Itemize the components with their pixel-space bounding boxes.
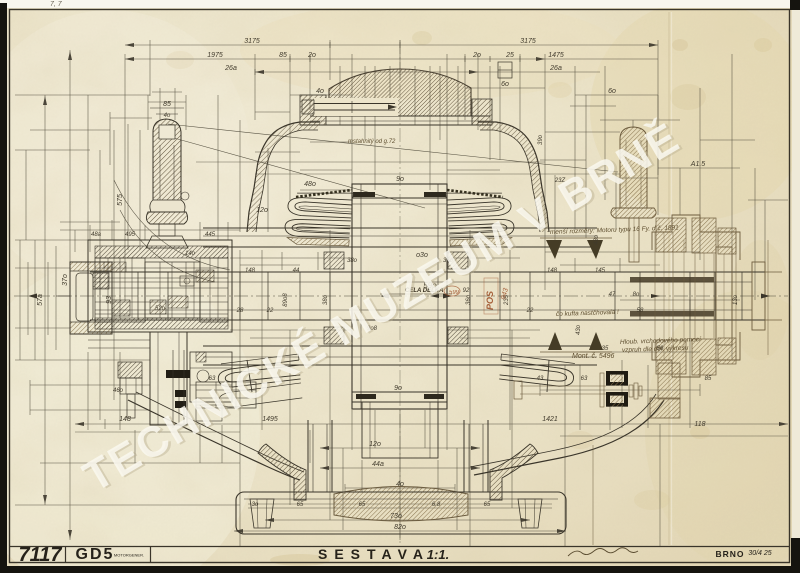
svg-text:145: 145 bbox=[595, 268, 606, 274]
svg-text:mstahnitý od g.72: mstahnitý od g.72 bbox=[348, 139, 396, 145]
svg-text:85: 85 bbox=[279, 52, 287, 59]
svg-text:36o: 36o bbox=[443, 258, 454, 264]
svg-text:57a: 57a bbox=[37, 294, 44, 306]
svg-text:93: 93 bbox=[106, 296, 113, 304]
svg-text:GD5: GD5 bbox=[76, 546, 115, 563]
svg-text:14o: 14o bbox=[185, 251, 196, 257]
svg-text:38o: 38o bbox=[347, 258, 358, 264]
svg-text:7, 7: 7, 7 bbox=[50, 1, 63, 8]
svg-text:3o: 3o bbox=[252, 502, 259, 508]
svg-text:čo kufta nastčhovala !: čo kufta nastčhovala ! bbox=[556, 309, 619, 318]
svg-text:3175: 3175 bbox=[244, 38, 260, 45]
svg-text:22: 22 bbox=[266, 308, 274, 314]
svg-text:9o8: 9o8 bbox=[367, 326, 378, 332]
svg-text:43o: 43o bbox=[576, 324, 582, 335]
svg-text:1975: 1975 bbox=[207, 52, 223, 59]
svg-text:495: 495 bbox=[125, 232, 136, 238]
svg-text:48o: 48o bbox=[304, 181, 316, 188]
svg-text:235: 235 bbox=[504, 294, 510, 306]
svg-text:4o: 4o bbox=[316, 88, 324, 95]
svg-text:148: 148 bbox=[245, 268, 256, 274]
svg-text:52o: 52o bbox=[155, 306, 166, 312]
svg-text:vzpruh dle děl. výkresu: vzpruh dle děl. výkresu bbox=[622, 345, 689, 354]
svg-text:56: 56 bbox=[657, 346, 664, 352]
svg-text:26a: 26a bbox=[224, 65, 237, 72]
svg-text:o3o: o3o bbox=[416, 252, 428, 259]
svg-text:4o: 4o bbox=[396, 481, 404, 488]
svg-text:30/4 25: 30/4 25 bbox=[748, 550, 771, 557]
svg-text:44a: 44a bbox=[372, 461, 384, 468]
svg-text:A1.5: A1.5 bbox=[690, 161, 706, 168]
svg-text:Mont. č. 5496: Mont. č. 5496 bbox=[572, 353, 615, 360]
svg-text:63: 63 bbox=[581, 376, 588, 382]
svg-text:36o: 36o bbox=[466, 294, 472, 305]
svg-text:148: 148 bbox=[547, 268, 558, 274]
svg-text:73o: 73o bbox=[390, 513, 402, 520]
svg-text:59o: 59o bbox=[423, 281, 437, 290]
svg-text:65: 65 bbox=[297, 502, 304, 508]
svg-text:48o: 48o bbox=[594, 234, 600, 245]
svg-text:28: 28 bbox=[236, 308, 244, 314]
svg-text:22: 22 bbox=[526, 308, 534, 314]
svg-text:58: 58 bbox=[637, 308, 644, 314]
svg-text:89o8: 89o8 bbox=[283, 293, 289, 307]
svg-text:23Z: 23Z bbox=[554, 178, 566, 184]
svg-text:1:1.: 1:1. bbox=[427, 547, 449, 562]
svg-text:48a: 48a bbox=[91, 232, 102, 238]
svg-text:39o: 39o bbox=[538, 134, 544, 145]
svg-text:445: 445 bbox=[205, 232, 216, 238]
svg-text:6o: 6o bbox=[501, 81, 509, 88]
svg-text:4o: 4o bbox=[164, 113, 171, 119]
svg-text:148: 148 bbox=[119, 416, 131, 423]
svg-text:46o: 46o bbox=[113, 388, 124, 394]
svg-text:3175: 3175 bbox=[520, 38, 536, 45]
svg-text:35: 35 bbox=[602, 346, 609, 352]
svg-text:CELA DELKA: CELA DELKA bbox=[405, 288, 443, 294]
svg-text:47: 47 bbox=[609, 292, 616, 298]
svg-text:1421: 1421 bbox=[542, 416, 558, 423]
svg-text:43: 43 bbox=[537, 376, 544, 382]
svg-text:2o: 2o bbox=[307, 52, 316, 59]
svg-text:118: 118 bbox=[694, 421, 705, 428]
svg-text:6o: 6o bbox=[608, 88, 616, 95]
svg-text:6.8: 6.8 bbox=[432, 502, 441, 508]
svg-text:92: 92 bbox=[463, 288, 470, 294]
svg-text:65: 65 bbox=[359, 502, 366, 508]
svg-text:MOTORGENER.: MOTORGENER. bbox=[114, 553, 144, 558]
svg-text:9o: 9o bbox=[394, 385, 402, 392]
svg-text:9o: 9o bbox=[396, 176, 404, 183]
svg-text:12o: 12o bbox=[256, 207, 268, 214]
svg-text:8o: 8o bbox=[633, 292, 640, 298]
svg-text:BRNO: BRNO bbox=[715, 549, 744, 559]
svg-text:65: 65 bbox=[484, 502, 491, 508]
svg-text:85: 85 bbox=[705, 376, 712, 382]
svg-text:38o: 38o bbox=[323, 294, 329, 305]
svg-text:44: 44 bbox=[293, 268, 300, 274]
svg-text:menší rozměry: Motoru typu 16: menší rozměry: Motoru typu 16 Fy. d.č. 1… bbox=[550, 224, 679, 236]
svg-text:2o: 2o bbox=[472, 52, 481, 59]
svg-text:1495: 1495 bbox=[262, 416, 278, 423]
svg-text:POS: POS bbox=[485, 291, 495, 310]
svg-text:943: 943 bbox=[500, 287, 510, 300]
svg-text:575: 575 bbox=[117, 194, 124, 206]
svg-text:SESTAVA: SESTAVA bbox=[318, 546, 430, 562]
svg-text:7117: 7117 bbox=[18, 544, 62, 566]
svg-text:Hloub. vrchodového pomocí: Hloub. vrchodového pomocí bbox=[620, 336, 702, 346]
svg-text:12o: 12o bbox=[369, 441, 381, 448]
svg-text:37o: 37o bbox=[62, 274, 69, 286]
svg-text:85: 85 bbox=[163, 101, 171, 108]
svg-text:82o: 82o bbox=[394, 524, 406, 531]
svg-text:63: 63 bbox=[209, 376, 216, 382]
svg-text:599: 599 bbox=[449, 290, 460, 296]
svg-text:13o: 13o bbox=[733, 294, 739, 305]
svg-text:26a: 26a bbox=[549, 65, 562, 72]
svg-text:25: 25 bbox=[505, 52, 514, 59]
svg-text:1475: 1475 bbox=[548, 52, 564, 59]
